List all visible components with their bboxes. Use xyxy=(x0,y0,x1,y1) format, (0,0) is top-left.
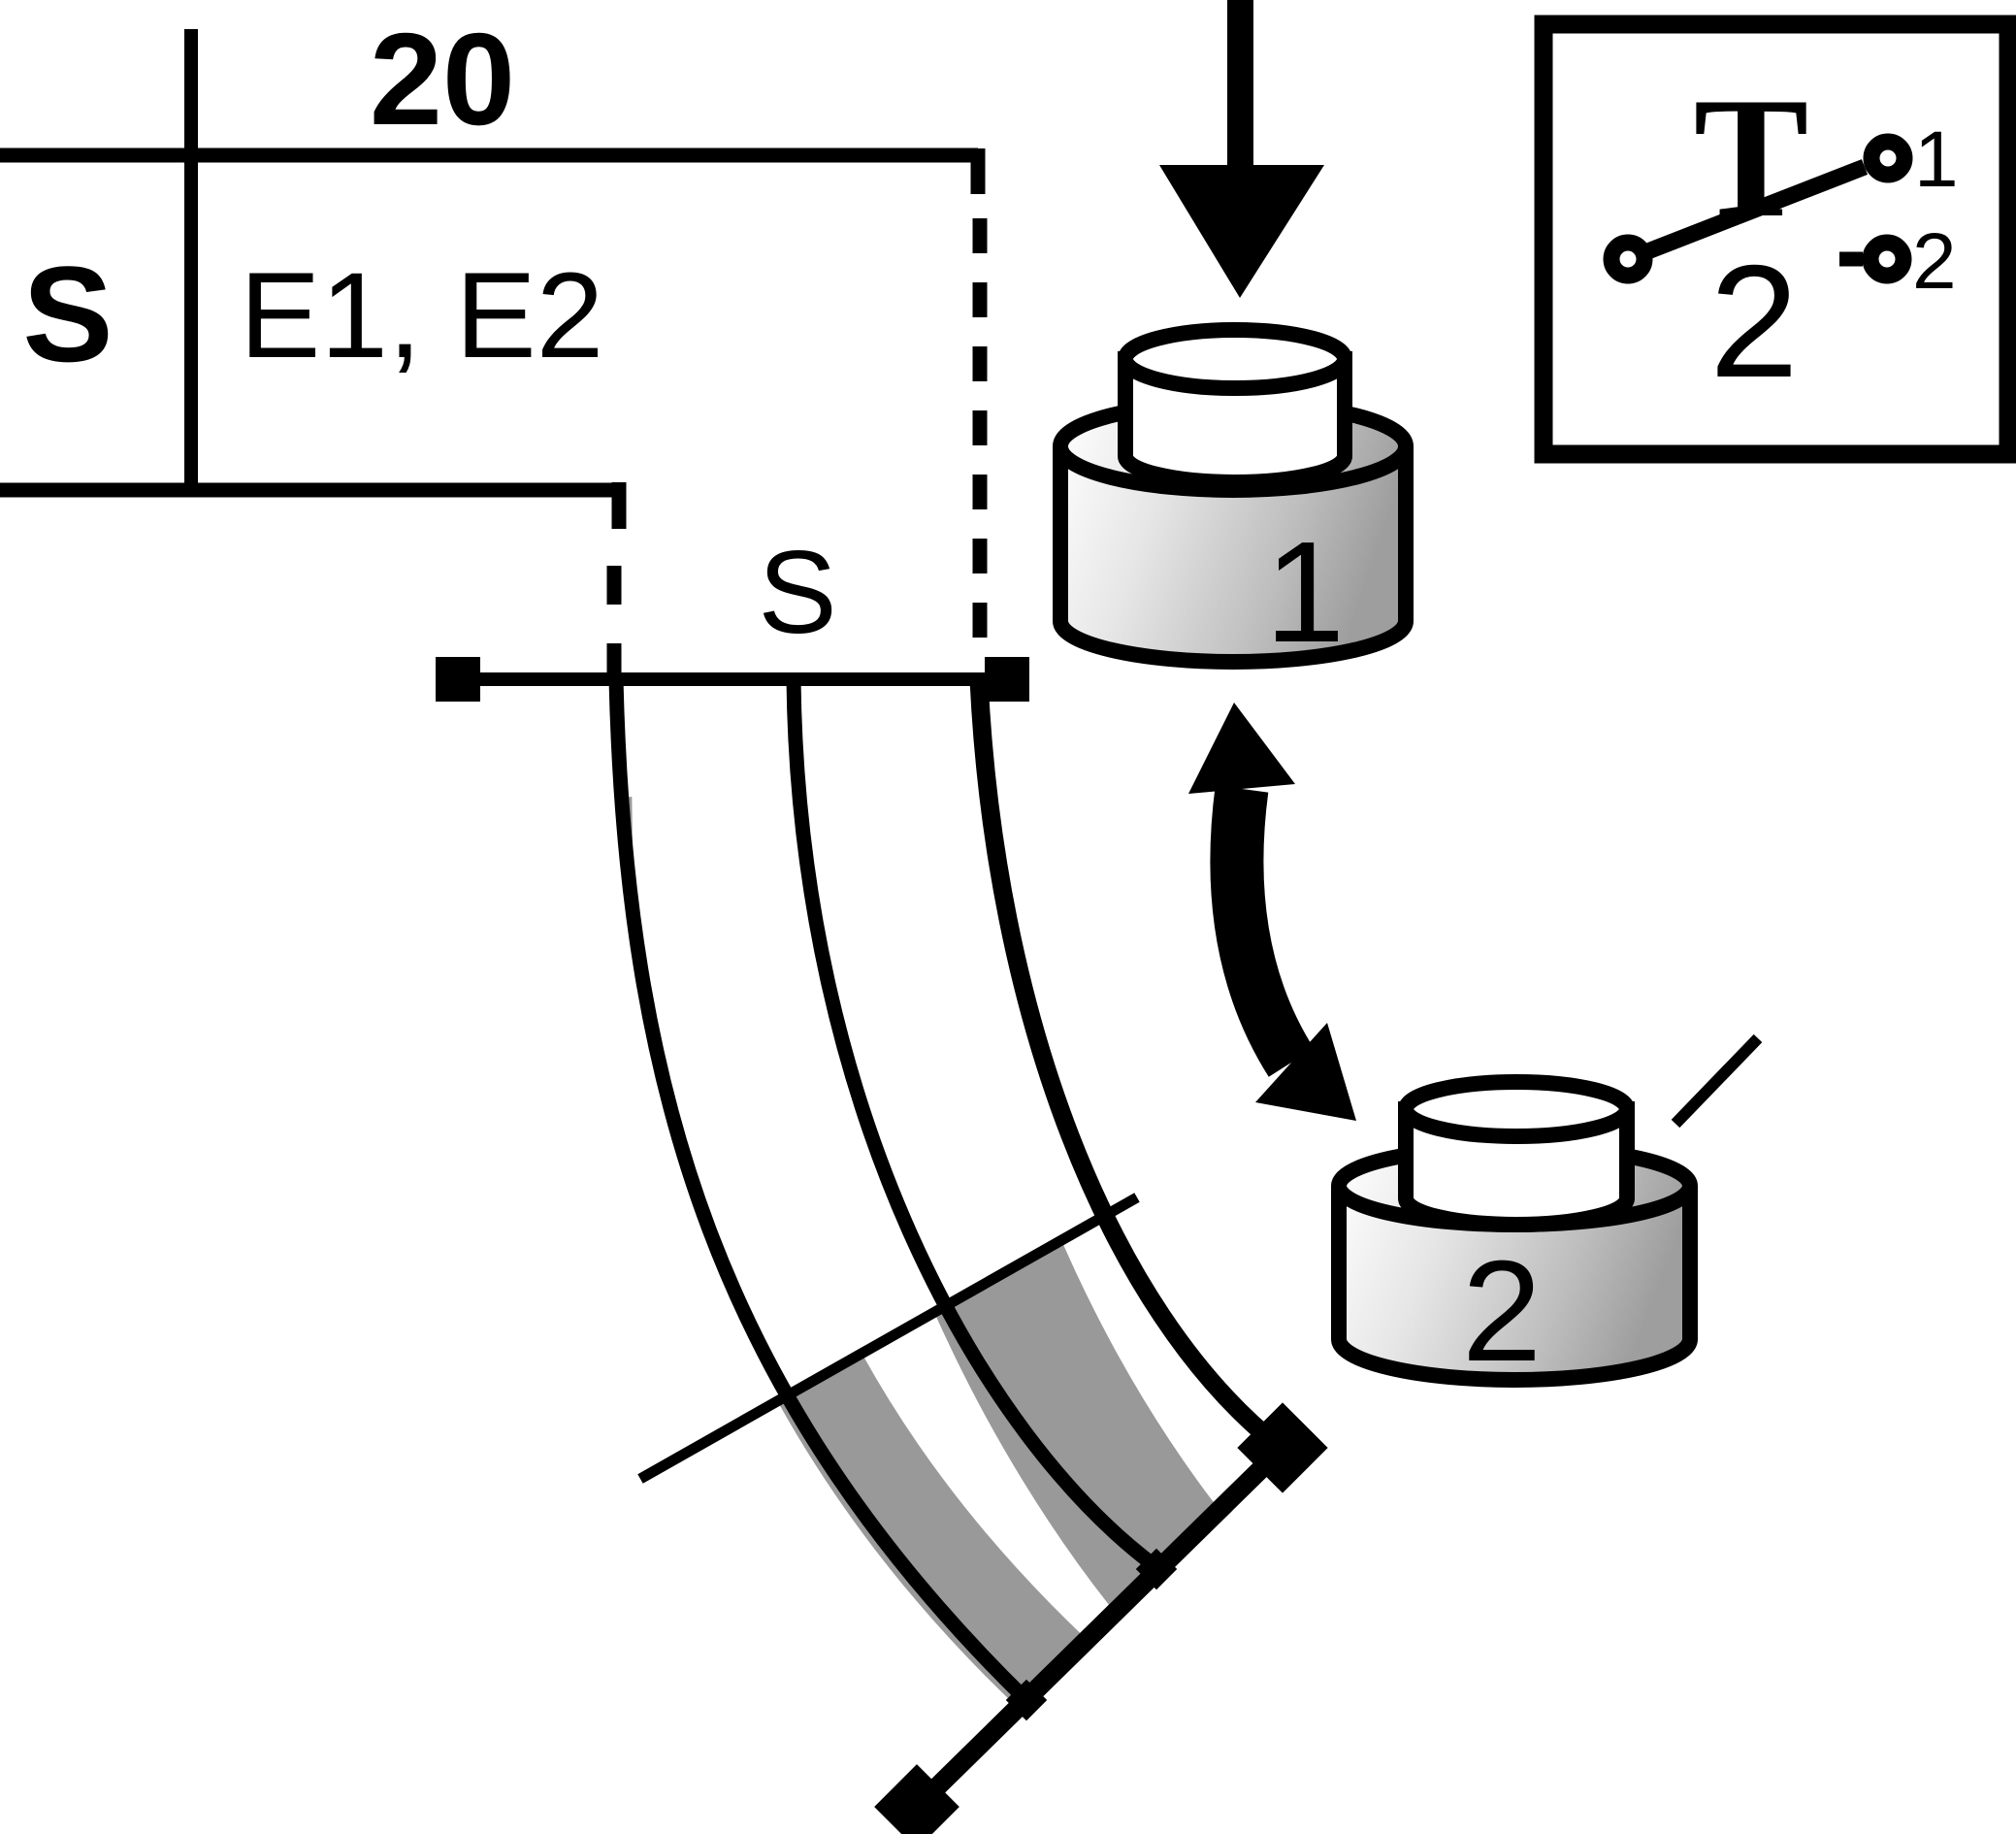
table-top-line xyxy=(0,147,986,194)
curved-track xyxy=(608,678,1286,1704)
rail-right xyxy=(969,678,1286,1456)
switch-position-label: 2 xyxy=(1709,232,1799,410)
switch-lever-icon xyxy=(1603,133,1913,284)
rail-end-marker-1 xyxy=(1005,1679,1048,1721)
switch-symbol-box: T 2 1 2 xyxy=(1534,15,2016,464)
track-end-line xyxy=(874,1402,1328,1834)
press-arrow-icon xyxy=(1159,0,1324,298)
contact2-label: 2 xyxy=(1912,217,1957,306)
rail-end-marker-2 xyxy=(1135,1548,1178,1590)
contact-2 xyxy=(1862,234,1912,284)
contact1-label: 1 xyxy=(1914,115,1959,204)
section-boundary-line xyxy=(637,1193,1140,1484)
table-header: 20 xyxy=(370,6,515,152)
top-square-left xyxy=(436,657,480,702)
top-square-right xyxy=(985,657,1029,702)
end-diamond-left xyxy=(874,1764,959,1834)
address-table: 20 S E1, E2 xyxy=(0,6,986,529)
table-bottom-line xyxy=(0,482,627,529)
end-diamond-right xyxy=(1237,1402,1328,1493)
toggle-arrow-icon xyxy=(1188,703,1356,1121)
rail-left xyxy=(608,678,1030,1704)
table-row-label: S xyxy=(22,238,113,390)
button2-label: 2 xyxy=(1462,1231,1542,1392)
contact-1 xyxy=(1863,133,1913,183)
band-mask-upper xyxy=(631,691,1220,1473)
pushbutton-2: 2 xyxy=(1331,1033,1763,1392)
pushbutton-1: 1 xyxy=(1053,322,1414,672)
button2-tick-line xyxy=(1671,1033,1763,1129)
button1-label: 1 xyxy=(1265,512,1345,672)
track-top-line xyxy=(436,657,1029,702)
band-mask-lower xyxy=(902,1446,1494,1834)
pivot-contact xyxy=(1603,234,1653,284)
rail-middle xyxy=(786,678,1161,1574)
table-cell-value: E1, E2 xyxy=(240,248,603,383)
track-section-label: S xyxy=(758,526,836,658)
